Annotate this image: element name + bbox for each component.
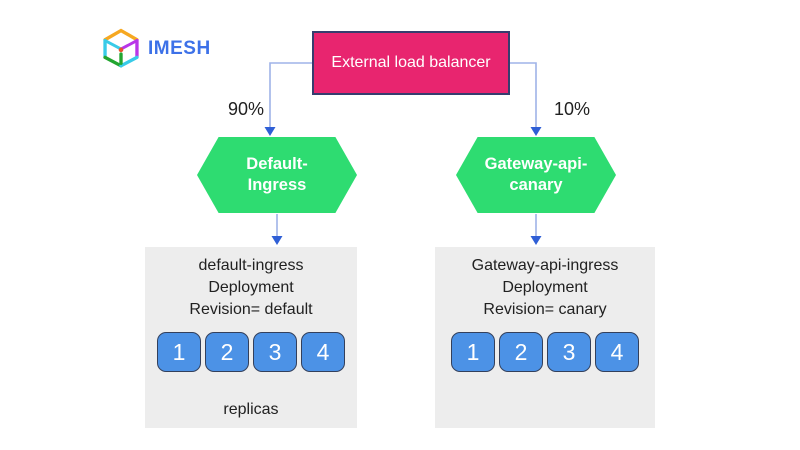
- canary-deployment-line2: Deployment: [502, 279, 588, 296]
- arrowhead-canary-ingress-icon: [530, 127, 542, 136]
- replica-box: 1: [157, 332, 201, 372]
- default-deployment-panel: default-ingress Deployment Revision= def…: [145, 247, 357, 428]
- traffic-share-default: 90%: [227, 99, 265, 119]
- replica-box: 1: [451, 332, 495, 372]
- canary-replica-row: 1 2 3 4: [435, 332, 655, 372]
- external-load-balancer-node: External load balancer: [312, 31, 510, 95]
- default-deployment-line1: default-ingress: [198, 257, 304, 274]
- arrowhead-default-ingress-icon: [264, 127, 276, 136]
- canary-deployment-description: Gateway-api-ingress Deployment Revision=…: [435, 255, 655, 321]
- default-replica-row: 1 2 3 4: [145, 332, 357, 372]
- default-ingress-label-line2: Ingress: [247, 176, 307, 194]
- replicas-label: replicas: [223, 401, 279, 418]
- default-deployment-line3: Revision= default: [189, 301, 313, 318]
- canary-ingress-label-line2: canary: [509, 176, 563, 194]
- replica-box: 4: [595, 332, 639, 372]
- replica-box: 2: [205, 332, 249, 372]
- default-deployment-line2: Deployment: [208, 279, 294, 296]
- arrowhead-default-deployment-icon: [271, 236, 283, 245]
- connector-lb-to-default-ingress: [269, 62, 312, 127]
- canary-deployment-line3: Revision= canary: [483, 301, 607, 318]
- arrowhead-canary-deployment-icon: [530, 236, 542, 245]
- canary-deployment-panel: Gateway-api-ingress Deployment Revision=…: [435, 247, 655, 428]
- replica-box: 4: [301, 332, 345, 372]
- replica-box: 3: [253, 332, 297, 372]
- connector-lb-to-canary-ingress: [510, 62, 537, 127]
- external-load-balancer-label: External load balancer: [331, 54, 491, 71]
- canary-deployment-line1: Gateway-api-ingress: [471, 257, 619, 274]
- traffic-share-canary: 10%: [553, 99, 591, 119]
- canary-ingress-hexagon-node: Gateway-api- canary: [456, 137, 616, 213]
- replica-box: 2: [499, 332, 543, 372]
- canary-ingress-label-line1: Gateway-api-: [484, 154, 588, 173]
- default-ingress-label-line1: Default-: [246, 154, 308, 173]
- brand-name: IMESH: [148, 38, 211, 59]
- imesh-logo: IMESH: [100, 28, 211, 70]
- imesh-cube-logo-icon: [103, 28, 139, 68]
- replica-box: 3: [547, 332, 591, 372]
- default-deployment-description: default-ingress Deployment Revision= def…: [145, 255, 357, 321]
- default-ingress-hexagon-node: Default- Ingress: [197, 137, 357, 213]
